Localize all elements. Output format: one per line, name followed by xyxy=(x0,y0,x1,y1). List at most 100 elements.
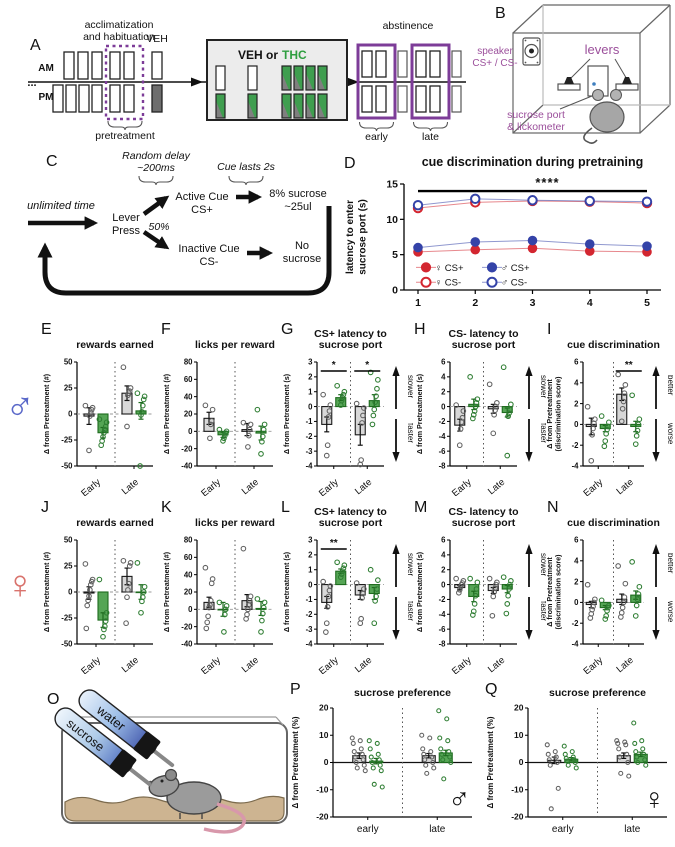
data-point xyxy=(85,597,91,604)
data-point xyxy=(570,754,576,760)
panel-letter: A xyxy=(30,37,41,54)
inactive-cue-label: Inactive Cue xyxy=(178,243,239,255)
data-point xyxy=(137,463,143,469)
data-point xyxy=(437,735,443,741)
chart-title: rewards earned xyxy=(76,517,154,529)
data-point xyxy=(325,593,332,600)
y-tick-label: 0 xyxy=(308,580,313,589)
data-point xyxy=(428,749,434,755)
data-point xyxy=(618,418,625,425)
x-tick-label: Late xyxy=(120,655,141,674)
data-point xyxy=(598,597,605,604)
data-point xyxy=(379,784,385,790)
data-point xyxy=(500,574,507,580)
y-tick-label: 2 xyxy=(574,399,579,408)
data-point xyxy=(621,390,628,397)
data-point xyxy=(430,759,436,766)
y-tick-label: 6 xyxy=(574,536,579,545)
y-tick-label: 20 xyxy=(319,703,329,713)
x-tick-label: Early xyxy=(450,655,474,674)
y-tick-label: -2 xyxy=(306,432,314,441)
data-point xyxy=(441,776,447,782)
data-point xyxy=(572,759,578,766)
x-tick-label: Late xyxy=(614,655,635,674)
male-symbol: ♂ xyxy=(0,318,40,496)
data-point xyxy=(100,633,106,640)
data-point xyxy=(359,420,365,426)
y-axis-label: Δ from Pretreatment (s) xyxy=(282,551,291,632)
chart-title: CS+ latency to xyxy=(314,328,387,340)
data-point xyxy=(204,619,211,626)
data-point xyxy=(367,566,374,573)
data-point xyxy=(421,751,427,757)
y-axis-label: Δ from Pretreatment (#) xyxy=(162,373,171,454)
panel-letter: N xyxy=(547,499,559,516)
treatment-title-veh: VEH or xyxy=(238,48,278,62)
data-point xyxy=(640,746,646,752)
data-point xyxy=(139,402,146,409)
up-arrow-label: better xyxy=(666,375,673,396)
data-point xyxy=(138,412,144,418)
y-axis-label: Δ from Pretreatment (s) xyxy=(415,373,424,454)
y-tick-label: 25 xyxy=(64,562,73,571)
up-arrow-label: slower xyxy=(406,375,413,398)
x-tick-label: Late xyxy=(240,655,261,674)
data-point xyxy=(258,451,264,457)
ellipsis: ... xyxy=(27,77,36,89)
y-tick-label: 2 xyxy=(574,577,579,586)
x-tick-label: Early xyxy=(199,477,223,496)
chart-title: sucrose port xyxy=(319,517,383,529)
data-point xyxy=(571,757,577,763)
y-tick-label: -4 xyxy=(439,432,447,441)
data-point xyxy=(325,414,332,420)
y-tick-label: 5 xyxy=(392,249,398,261)
habituation-session-boxes xyxy=(52,51,163,113)
data-point xyxy=(368,754,374,760)
y-tick-label: -1 xyxy=(306,595,314,604)
data-point xyxy=(338,571,345,577)
data-point xyxy=(87,581,94,588)
data-point xyxy=(474,396,481,402)
data-point xyxy=(504,452,511,459)
data-point xyxy=(96,576,103,583)
speaker-cues-label: CS+ / CS- xyxy=(472,58,517,69)
data-point xyxy=(493,581,499,588)
chart-title: CS+ latency to xyxy=(314,506,387,518)
data-point xyxy=(261,599,268,606)
chart-title: sucrose port xyxy=(452,339,516,351)
data-point xyxy=(544,742,550,748)
y-tick-label: -8 xyxy=(439,640,447,649)
data-point xyxy=(87,413,93,419)
data-point xyxy=(370,765,376,771)
y-axis-label: Δ from Pretreatment (#) xyxy=(42,551,51,632)
data-point xyxy=(625,759,631,766)
data-point xyxy=(624,751,630,757)
x-tick-label: Early xyxy=(317,655,341,674)
data-point xyxy=(351,749,357,755)
data-point xyxy=(467,374,473,380)
y-tick-label: 20 xyxy=(514,703,524,713)
data-point xyxy=(87,410,94,416)
data-point xyxy=(547,762,553,768)
active-branch-arrow xyxy=(142,195,170,216)
data-point xyxy=(602,616,609,622)
data-point xyxy=(552,749,558,755)
data-point xyxy=(259,610,266,617)
data-point xyxy=(635,591,642,597)
data-point xyxy=(203,625,210,632)
data-point xyxy=(470,415,476,422)
data-point xyxy=(102,618,109,624)
data-point xyxy=(492,585,498,592)
data-point xyxy=(562,751,568,757)
data-point xyxy=(222,606,229,613)
data-point xyxy=(563,755,569,761)
treatment-title-thc: THC xyxy=(282,48,307,62)
sig-stars: ** xyxy=(625,360,633,371)
panel-letter: B xyxy=(495,5,506,22)
cage-outline xyxy=(61,722,288,824)
data-point xyxy=(489,612,496,619)
